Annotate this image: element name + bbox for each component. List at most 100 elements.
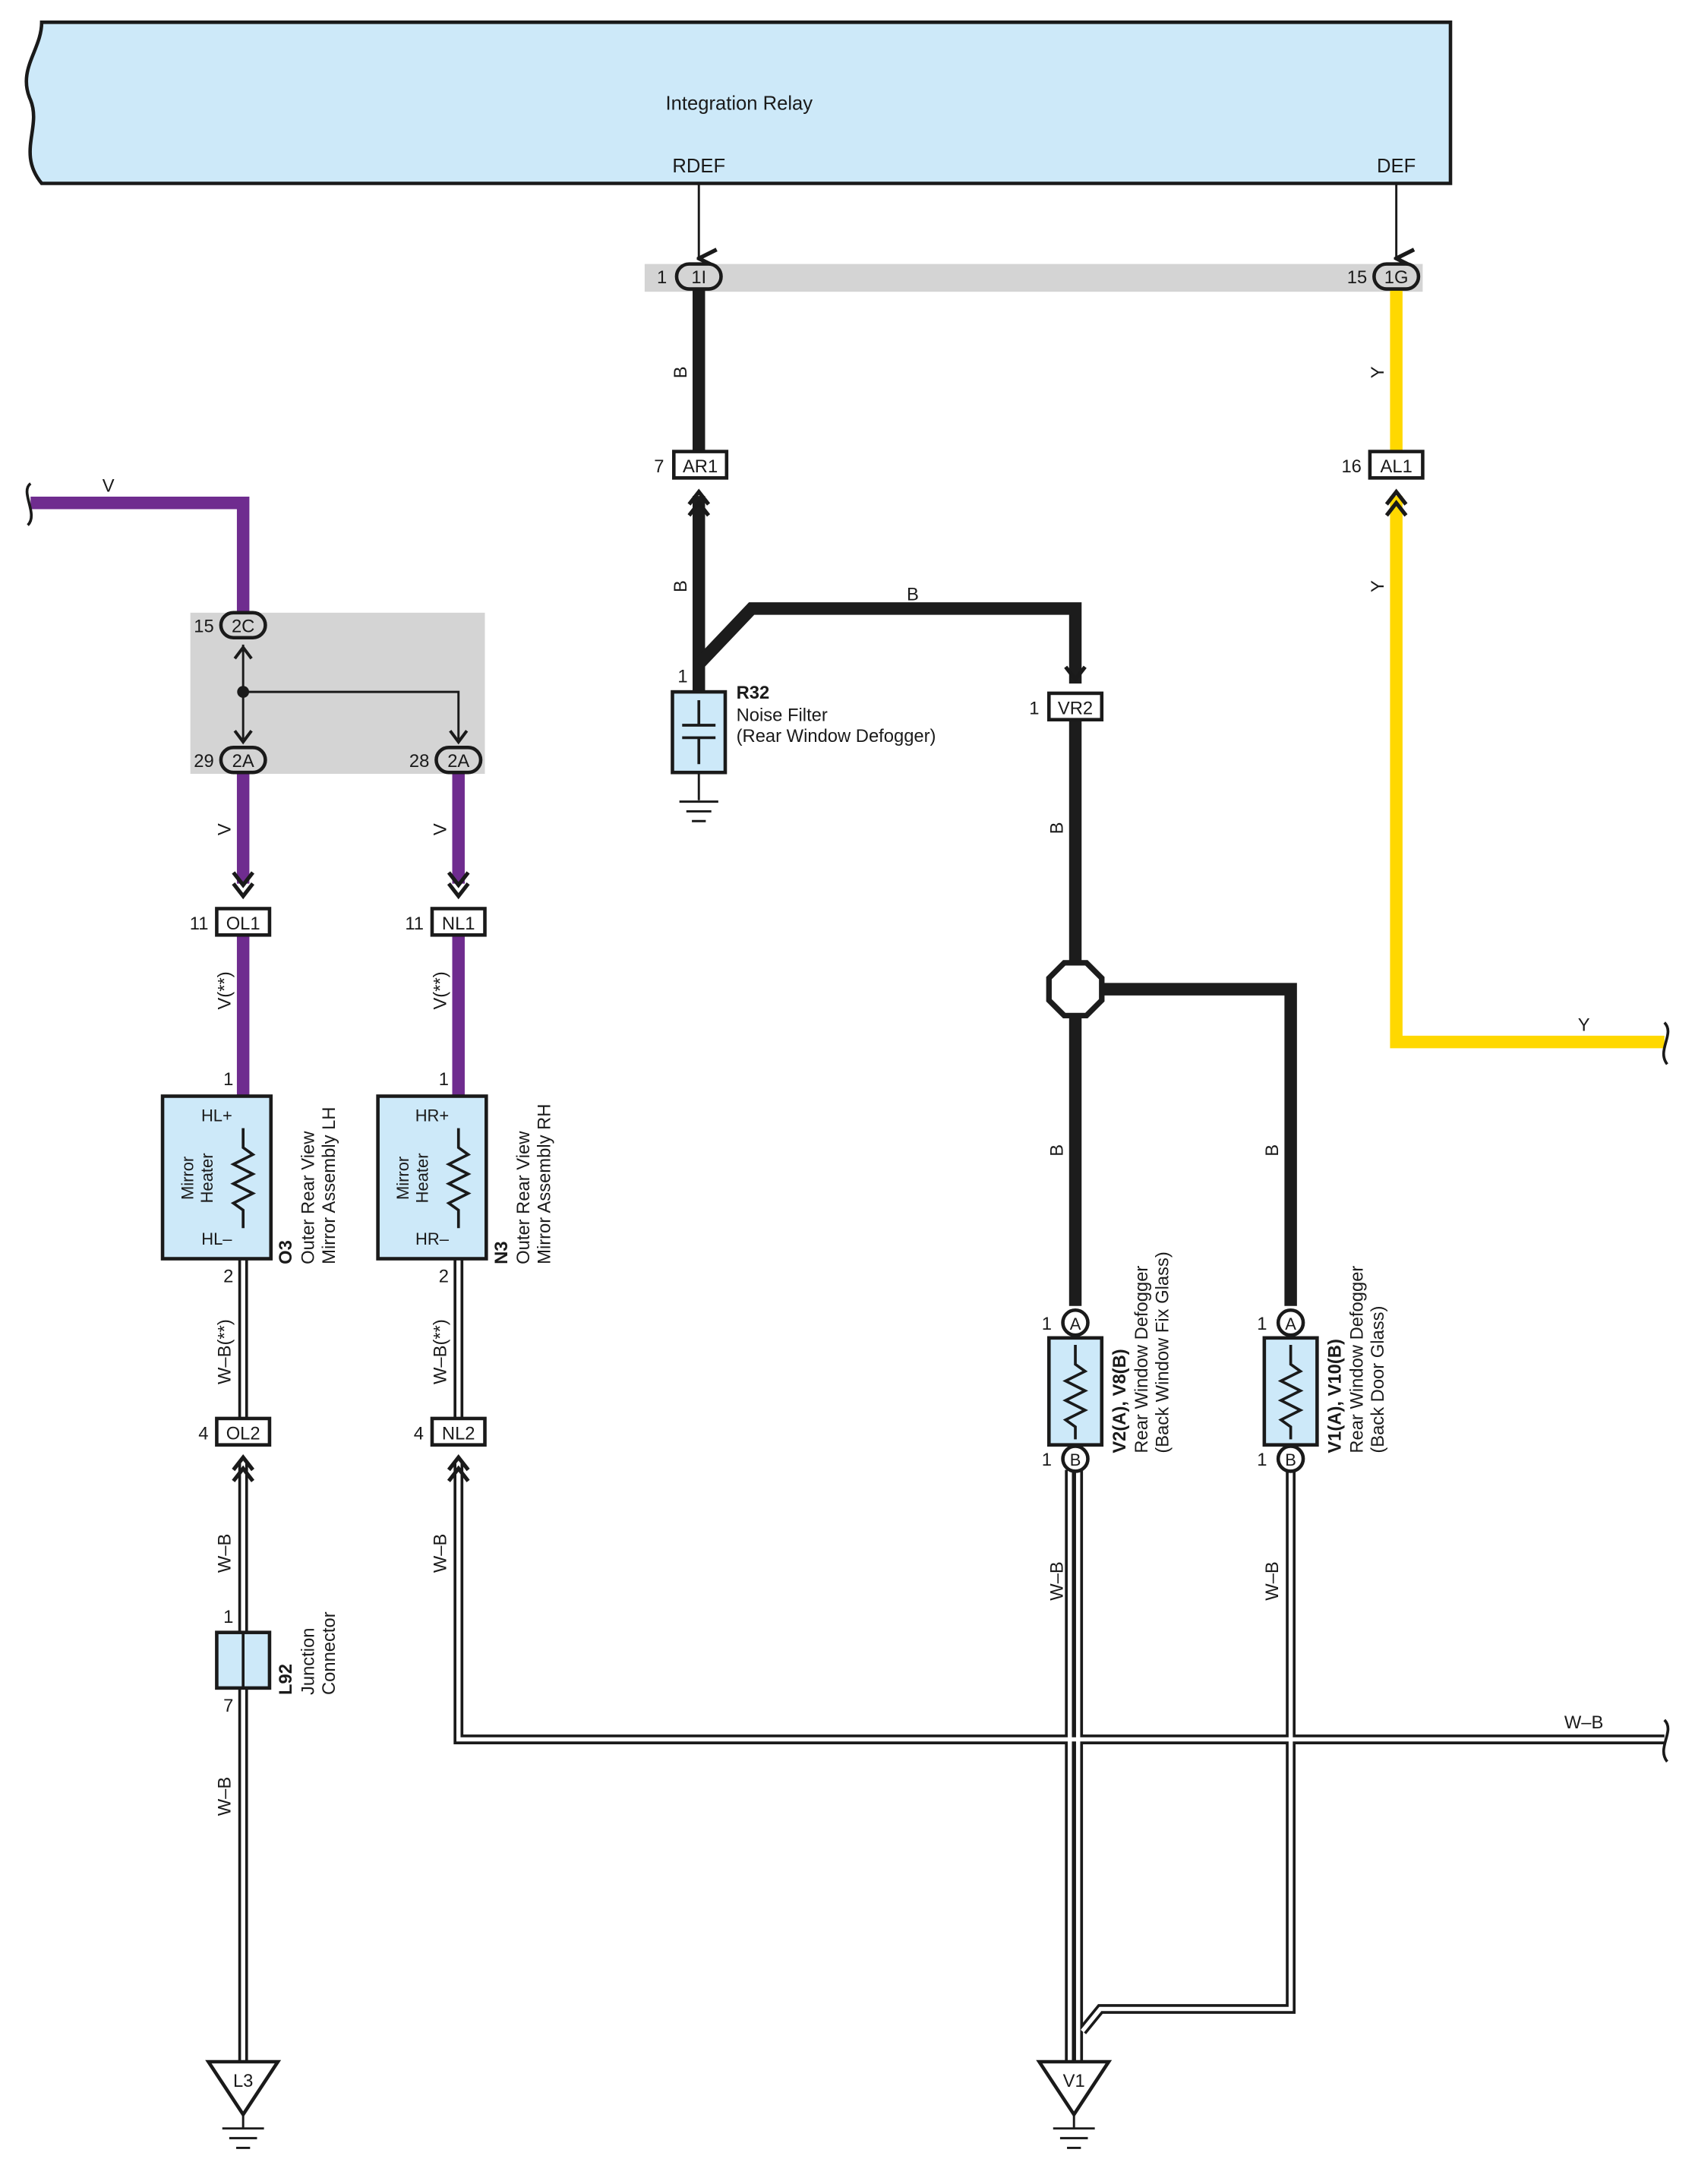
l92-subname: Connector (319, 1611, 339, 1695)
terminal-def-label: DEF (1377, 156, 1416, 177)
connector-2a-29-id: 2A (232, 751, 254, 772)
wire-label-wb-8: W–B (1564, 1712, 1604, 1733)
connector-nl2-id: NL2 (442, 1423, 475, 1444)
wire-label-wb-1: W–B(**) (215, 1319, 235, 1384)
v1-subname: (Back Door Glass) (1368, 1306, 1388, 1453)
n3-term-top: HR+ (415, 1106, 450, 1125)
r32-pin: 1 (677, 666, 687, 686)
wire-break-marks (25, 482, 1670, 1763)
connector-2a-28-pin: 28 (409, 751, 429, 772)
v1-pin-b: 1 (1257, 1450, 1267, 1470)
wire-v-in (30, 497, 250, 613)
connector-1g-pin: 15 (1347, 267, 1367, 288)
wire-label-wb-2: W–B(**) (430, 1319, 450, 1384)
wire-label-wb-5: W–B (430, 1534, 450, 1573)
ground-v1-label: V1 (1063, 2071, 1085, 2091)
connector-ar1-pin: 7 (654, 456, 664, 477)
connector-2a-pin29: 2A 29 (194, 745, 267, 775)
wire-label-b-1: B (671, 366, 691, 378)
o3-subname: Mirror Assembly LH (319, 1107, 339, 1264)
mirror-heater-n3: HR+ HR– Mirror Heater 1 2 N3 Outer Rear … (376, 1069, 554, 1287)
wire-label-wb-7: W–B (1262, 1561, 1283, 1601)
connector-vr2: VR2 1 (1029, 691, 1104, 721)
connector-chevrons (232, 488, 1408, 1482)
wire-label-y-1: Y (1368, 366, 1388, 378)
o3-pin-top: 1 (223, 1069, 233, 1090)
connector-1g-id: 1G (1384, 267, 1409, 288)
connector-2a-pin28: 2A 28 (409, 745, 483, 775)
heater-resistor-icon-v2 (1062, 1344, 1088, 1440)
wire-b-to-v1 (1101, 983, 1297, 1306)
connector-nl2: NL2 4 (414, 1416, 487, 1447)
junction-connector-l92: 1 7 L92 Junction Connector (215, 1607, 339, 1716)
connector-1g: 1G 15 (1347, 262, 1421, 291)
ground-icon-v1 (1053, 2114, 1095, 2149)
wire-label-wb-3: W–B (215, 1534, 235, 1573)
white-black-wires (238, 1258, 1665, 2068)
wire-label-y-2: Y (1368, 580, 1388, 592)
ground-point-l3: L3 (205, 2059, 282, 2149)
l92-pin-top: 1 (223, 1607, 233, 1627)
n3-inner-2: Heater (412, 1153, 431, 1203)
ground-point-v1: V1 (1036, 2059, 1113, 2149)
connector-ol1-id: OL1 (226, 914, 260, 934)
v2-name: Rear Window Defogger (1132, 1266, 1152, 1453)
n3-term-bot: HR– (415, 1229, 450, 1248)
rear-defogger-v1: A B 1 1 V1(A), V10(B) Rear Window Defogg… (1257, 1266, 1388, 1473)
o3-inner-1: Mirror (178, 1157, 197, 1200)
connector-ol2-id: OL2 (226, 1423, 260, 1444)
o3-code: O3 (276, 1240, 296, 1264)
wire-label-b-2: B (671, 580, 691, 592)
connector-ol2: OL2 4 (198, 1416, 272, 1447)
n3-pin-bot: 2 (439, 1267, 449, 1287)
junction-block-bar-top (644, 264, 1423, 292)
wire-label-v-2: V (215, 823, 235, 835)
connector-2c-pin: 15 (194, 616, 213, 636)
wire-label-b-4: B (1047, 822, 1068, 834)
mirror-heater-o3: HL+ HL– Mirror Heater 1 2 O3 Outer Rear … (160, 1069, 339, 1287)
wire-label-wb-6: W–B (1047, 1561, 1068, 1601)
v1-pin-a: 1 (1257, 1314, 1267, 1334)
wire-label-v-1: V (103, 476, 115, 497)
o3-inner-2: Heater (197, 1153, 216, 1203)
connector-nl1: NL1 11 (405, 907, 487, 937)
wire-break-y-right (1662, 1021, 1670, 1065)
wire-break-v-left (25, 482, 33, 526)
connector-1i: 1I 1 (657, 262, 723, 291)
heater-resistor-icon-o3 (230, 1128, 257, 1229)
connector-nl1-id: NL1 (442, 914, 475, 934)
l92-name: Junction (298, 1627, 318, 1695)
junction-internal-wiring (233, 644, 469, 745)
connector-1i-pin: 1 (657, 267, 667, 288)
integration-relay-body (24, 20, 1453, 185)
yellow-wires (1390, 289, 1665, 1049)
connector-vr2-pin: 1 (1029, 698, 1039, 718)
connector-nl1-pin: 11 (405, 914, 424, 934)
r32-code: R32 (737, 683, 770, 703)
connector-vr2-id: VR2 (1058, 698, 1093, 718)
wire-label-b-3: B (907, 584, 919, 604)
ground-l3-label: L3 (233, 2071, 253, 2091)
n3-code: N3 (491, 1241, 512, 1264)
o3-name: Outer Rear View (298, 1131, 318, 1264)
wire-label-b-5: B (1047, 1144, 1068, 1157)
wire-label-v-4: V(**) (215, 971, 235, 1009)
heater-resistor-icon-v1 (1277, 1344, 1304, 1440)
l92-code: L92 (276, 1664, 296, 1695)
integration-relay-label: Integration Relay (665, 93, 813, 115)
connector-2c: 2C 15 (194, 611, 267, 640)
wire-b-to-vr2 (694, 602, 1082, 684)
wire-y-al1-out (1390, 496, 1665, 1049)
v1-code: V1(A), V10(B) (1324, 1339, 1345, 1453)
splice-point (1046, 960, 1105, 1019)
v1-term-a: A (1285, 1315, 1296, 1333)
wire-label-wb-4: W–B (215, 1777, 235, 1816)
connector-ol2-pin: 4 (198, 1423, 208, 1444)
n3-name: Outer Rear View (513, 1131, 534, 1264)
v2-term-a: A (1070, 1315, 1081, 1333)
o3-term-bot: HL– (201, 1229, 232, 1248)
connector-2a-29-pin: 29 (194, 751, 213, 772)
violet-wires (30, 497, 465, 1097)
ground-icon-l3 (222, 2114, 264, 2149)
